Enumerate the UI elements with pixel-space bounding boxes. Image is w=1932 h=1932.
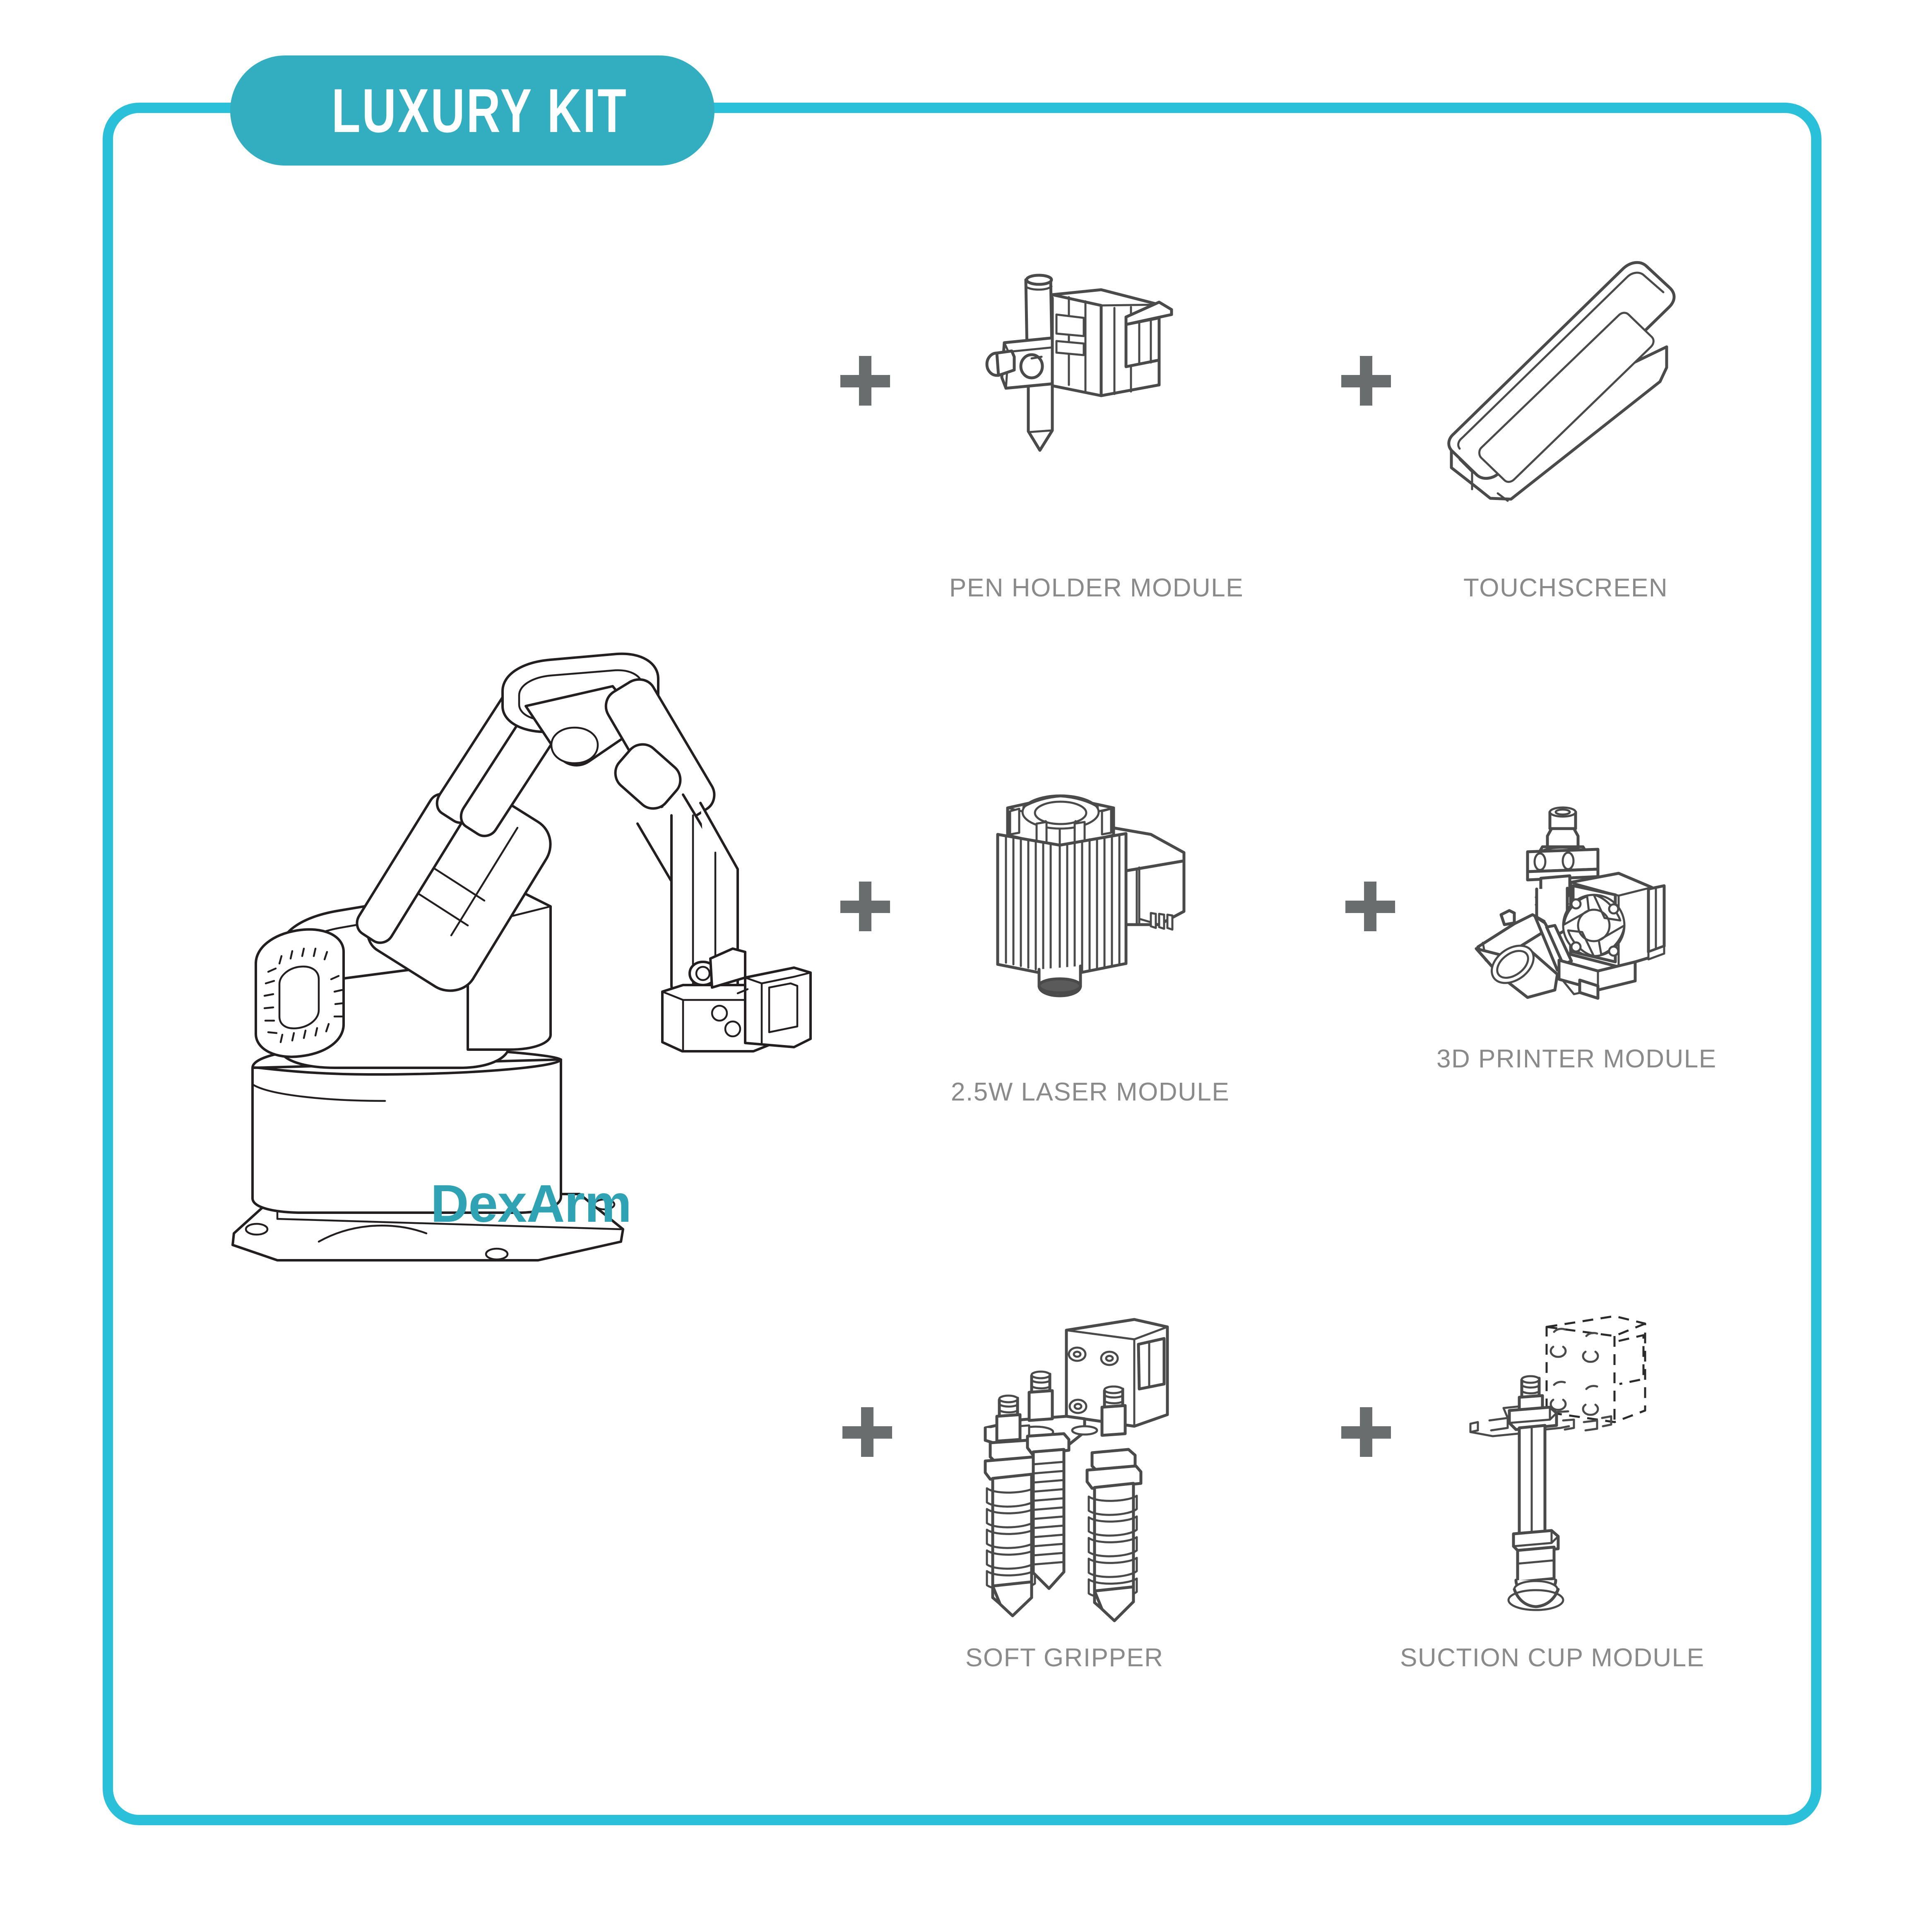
plus-sign-3d-printer xyxy=(1345,882,1395,931)
dexarm-illustration xyxy=(195,621,840,1291)
suction-cup-module-label: SUCTION CUP MODULE xyxy=(1400,1644,1705,1672)
plus-sign-soft-gripper xyxy=(842,1407,892,1457)
pen-holder-module-icon xyxy=(977,248,1184,546)
dexarm-brand-label: DexArm xyxy=(431,1174,632,1233)
soft-gripper-icon xyxy=(960,1308,1176,1631)
plus-sign-touchscreen xyxy=(1341,356,1391,406)
pen-holder-module-label: PEN HOLDER MODULE xyxy=(949,574,1244,602)
kit-title-badge: LUXURY KIT xyxy=(230,55,715,166)
plus-sign-pen-holder xyxy=(840,356,890,406)
laser-module-label: 2.5W LASER MODULE xyxy=(951,1078,1230,1106)
laser-module-icon xyxy=(994,782,1188,1043)
touchscreen-icon xyxy=(1436,236,1693,526)
3d-printer-module-label: 3D PRINTER MODULE xyxy=(1436,1045,1717,1073)
plus-sign-suction-cup xyxy=(1341,1407,1391,1457)
kit-title-label: LUXURY KIT xyxy=(332,76,628,145)
3d-printer-module-icon xyxy=(1461,786,1668,1043)
plus-sign-laser xyxy=(840,882,890,931)
suction-cup-module-icon xyxy=(1441,1304,1648,1643)
touchscreen-label: TOUCHSCREEN xyxy=(1463,574,1668,602)
soft-gripper-label: SOFT GRIPPER xyxy=(965,1644,1164,1672)
kit-frame-border xyxy=(103,103,1821,1825)
